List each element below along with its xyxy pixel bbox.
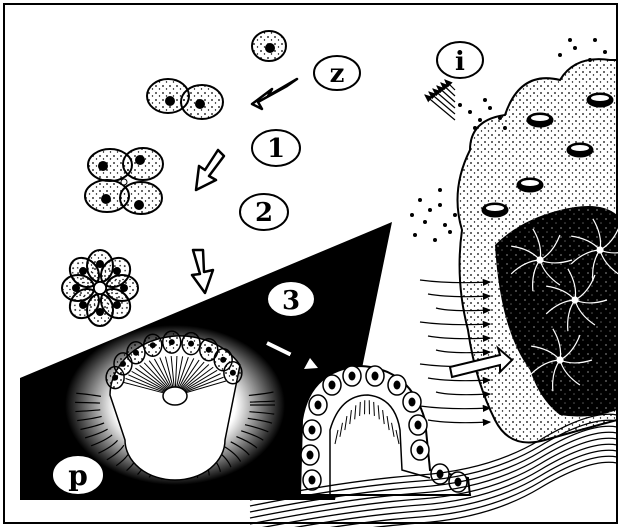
svg-text:1: 1	[267, 134, 285, 164]
svg-text:p: p	[68, 459, 88, 492]
zygote-cell	[252, 31, 286, 61]
label-i: i	[437, 42, 483, 78]
svg-text:3: 3	[282, 286, 300, 316]
label-z: z	[314, 56, 360, 90]
svg-text:z: z	[330, 59, 345, 89]
eight-cell-rosette	[62, 250, 138, 326]
label-stage-1: 1	[252, 130, 300, 166]
label-stage-3: 3	[267, 281, 315, 317]
svg-text:i: i	[455, 47, 465, 77]
label-stage-2: 2	[240, 194, 288, 230]
svg-text:2: 2	[255, 198, 273, 228]
label-p: p	[52, 455, 104, 495]
